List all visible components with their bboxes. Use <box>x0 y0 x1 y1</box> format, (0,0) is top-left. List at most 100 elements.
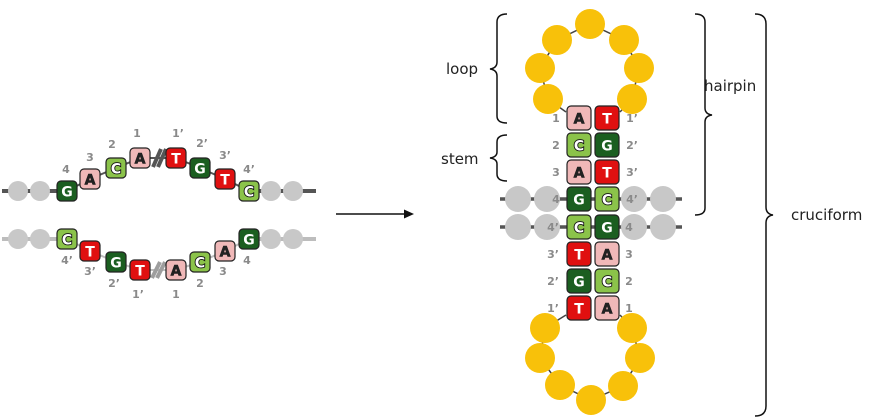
left-top-base-tile <box>56 180 78 202</box>
left-top-position-number: 4’ <box>243 163 255 176</box>
upper-stem-left-base-tile <box>566 132 592 158</box>
upper-stem-left-base-tile <box>566 159 592 185</box>
left-top-position-number: 4 <box>62 163 70 176</box>
upper-stem-left-base: C <box>566 132 592 158</box>
upper-stem-right-base-tile <box>594 105 620 131</box>
left-bottom-base-tile <box>214 240 236 262</box>
left-bottom-position-number: 3 <box>219 265 227 278</box>
left-top-base-tile <box>129 147 151 169</box>
lower-stem-right-base: C <box>594 268 620 294</box>
upper-stem-right-base-letter: T <box>602 166 612 182</box>
lower-stem-left-base-tile <box>566 295 592 321</box>
left-top-base-tile <box>189 157 211 179</box>
lower-stem-right-base: G <box>594 214 620 240</box>
left-bottom-base: C <box>56 228 78 250</box>
left-bottom-base: T <box>129 259 151 281</box>
right-backbone-bead <box>534 186 560 212</box>
lower-loop-bead <box>608 371 638 401</box>
left-bottom-base-tile <box>189 251 211 273</box>
cruciform-label: cruciform <box>791 206 862 224</box>
left-bottom-base-letter: C <box>195 256 205 272</box>
lower-loop-bead <box>530 313 560 343</box>
left-bottom-bead <box>30 229 50 249</box>
stem-label: stem <box>441 150 479 168</box>
lower-stem-right-number: 4 <box>625 221 633 234</box>
left-top-base: G <box>56 180 78 202</box>
upper-stem-right-base: T <box>594 159 620 185</box>
lower-loop-bead <box>525 343 555 373</box>
upper-stem-right-base: T <box>594 105 620 131</box>
lower-stem-left-base-letter: T <box>574 248 584 264</box>
left-bottom-base-letter: T <box>85 245 95 261</box>
transition-arrow <box>336 209 414 219</box>
left-top-base: G <box>189 157 211 179</box>
hairpin-label: hairpin <box>704 77 756 95</box>
upper-loop-bead <box>575 9 605 39</box>
upper-stem-left-base: G <box>566 186 592 212</box>
lower-stem-left-base: G <box>566 268 592 294</box>
lower-stem-right-base-tile <box>594 295 620 321</box>
right-backbone-bead <box>505 214 531 240</box>
left-top-base: T <box>165 147 187 169</box>
lower-stem-right-number: 3 <box>625 248 633 261</box>
upper-stem-right-number: 2’ <box>626 139 638 152</box>
left-bottom-base: C <box>189 251 211 273</box>
loop-bracket <box>489 13 508 124</box>
upper-stem-right-base: G <box>594 132 620 158</box>
left-bottom-base-tile <box>129 259 151 281</box>
lower-stem-right-base-tile <box>594 241 620 267</box>
upper-loop-bead <box>624 53 654 83</box>
left-backbone-beads <box>8 181 303 249</box>
left-bottom-base-tile <box>56 228 78 250</box>
left-top-nick <box>151 148 163 168</box>
right-backbone-bead <box>621 186 647 212</box>
lower-stem-left-base: C <box>566 214 592 240</box>
lower-stem-left-base-tile <box>566 214 592 240</box>
left-bottom-base-tile <box>238 228 260 250</box>
left-bottom-base-letter: A <box>171 264 182 280</box>
upper-loop-bead <box>617 84 647 114</box>
lower-stem-left-base-letter: G <box>573 275 585 291</box>
left-top-nick <box>156 148 168 168</box>
left-top-base-letter: C <box>111 162 121 178</box>
left-bottom-base-tile <box>165 259 187 281</box>
lower-stem-left-number: 2’ <box>547 275 559 288</box>
upper-stem-right-base-letter: T <box>602 112 612 128</box>
left-bottom-base: A <box>165 259 187 281</box>
left-bottom-position-number: 3’ <box>84 265 96 278</box>
left-bottom-position-number: 1’ <box>132 288 144 301</box>
right-backbone-bead <box>650 186 676 212</box>
right-backbone <box>500 186 682 240</box>
upper-stem-right-base-letter: C <box>602 193 612 209</box>
lower-stem-right-base-letter: G <box>601 221 613 237</box>
lower-stem-left-number: 1’ <box>547 302 559 315</box>
left-bottom-nick <box>155 261 167 279</box>
left-top-base-letter: T <box>220 173 230 189</box>
lower-stem-left-number: 4’ <box>547 221 559 234</box>
left-top-base-tile <box>105 157 127 179</box>
left-top-base-tile <box>79 168 101 190</box>
left-bottom-base: A <box>214 240 236 262</box>
upper-stem-left-base-letter: C <box>574 139 584 155</box>
lower-stem-right-base-tile <box>594 268 620 294</box>
left-bottom-base-letter: G <box>110 256 122 272</box>
lower-stem-left-base-letter: T <box>574 302 584 318</box>
upper-stem-right-number: 1’ <box>626 112 638 125</box>
left-bottom-base-letter: G <box>243 233 255 249</box>
upper-stem-left-number: 4 <box>552 193 560 206</box>
left-top-base-letter: T <box>171 152 181 168</box>
upper-stem-left-base: A <box>566 159 592 185</box>
lower-loop-bead <box>625 343 655 373</box>
lower-stem-right-base: A <box>594 295 620 321</box>
upper-stem-right-base-tile <box>594 159 620 185</box>
cruciform-bracket <box>754 13 774 417</box>
upper-stem-right-base-letter: G <box>601 139 613 155</box>
upper-loop <box>525 9 654 114</box>
lower-stem-left-base: T <box>566 295 592 321</box>
left-top-position-number: 3 <box>86 151 94 164</box>
left-bottom-base-letter: C <box>62 233 72 249</box>
